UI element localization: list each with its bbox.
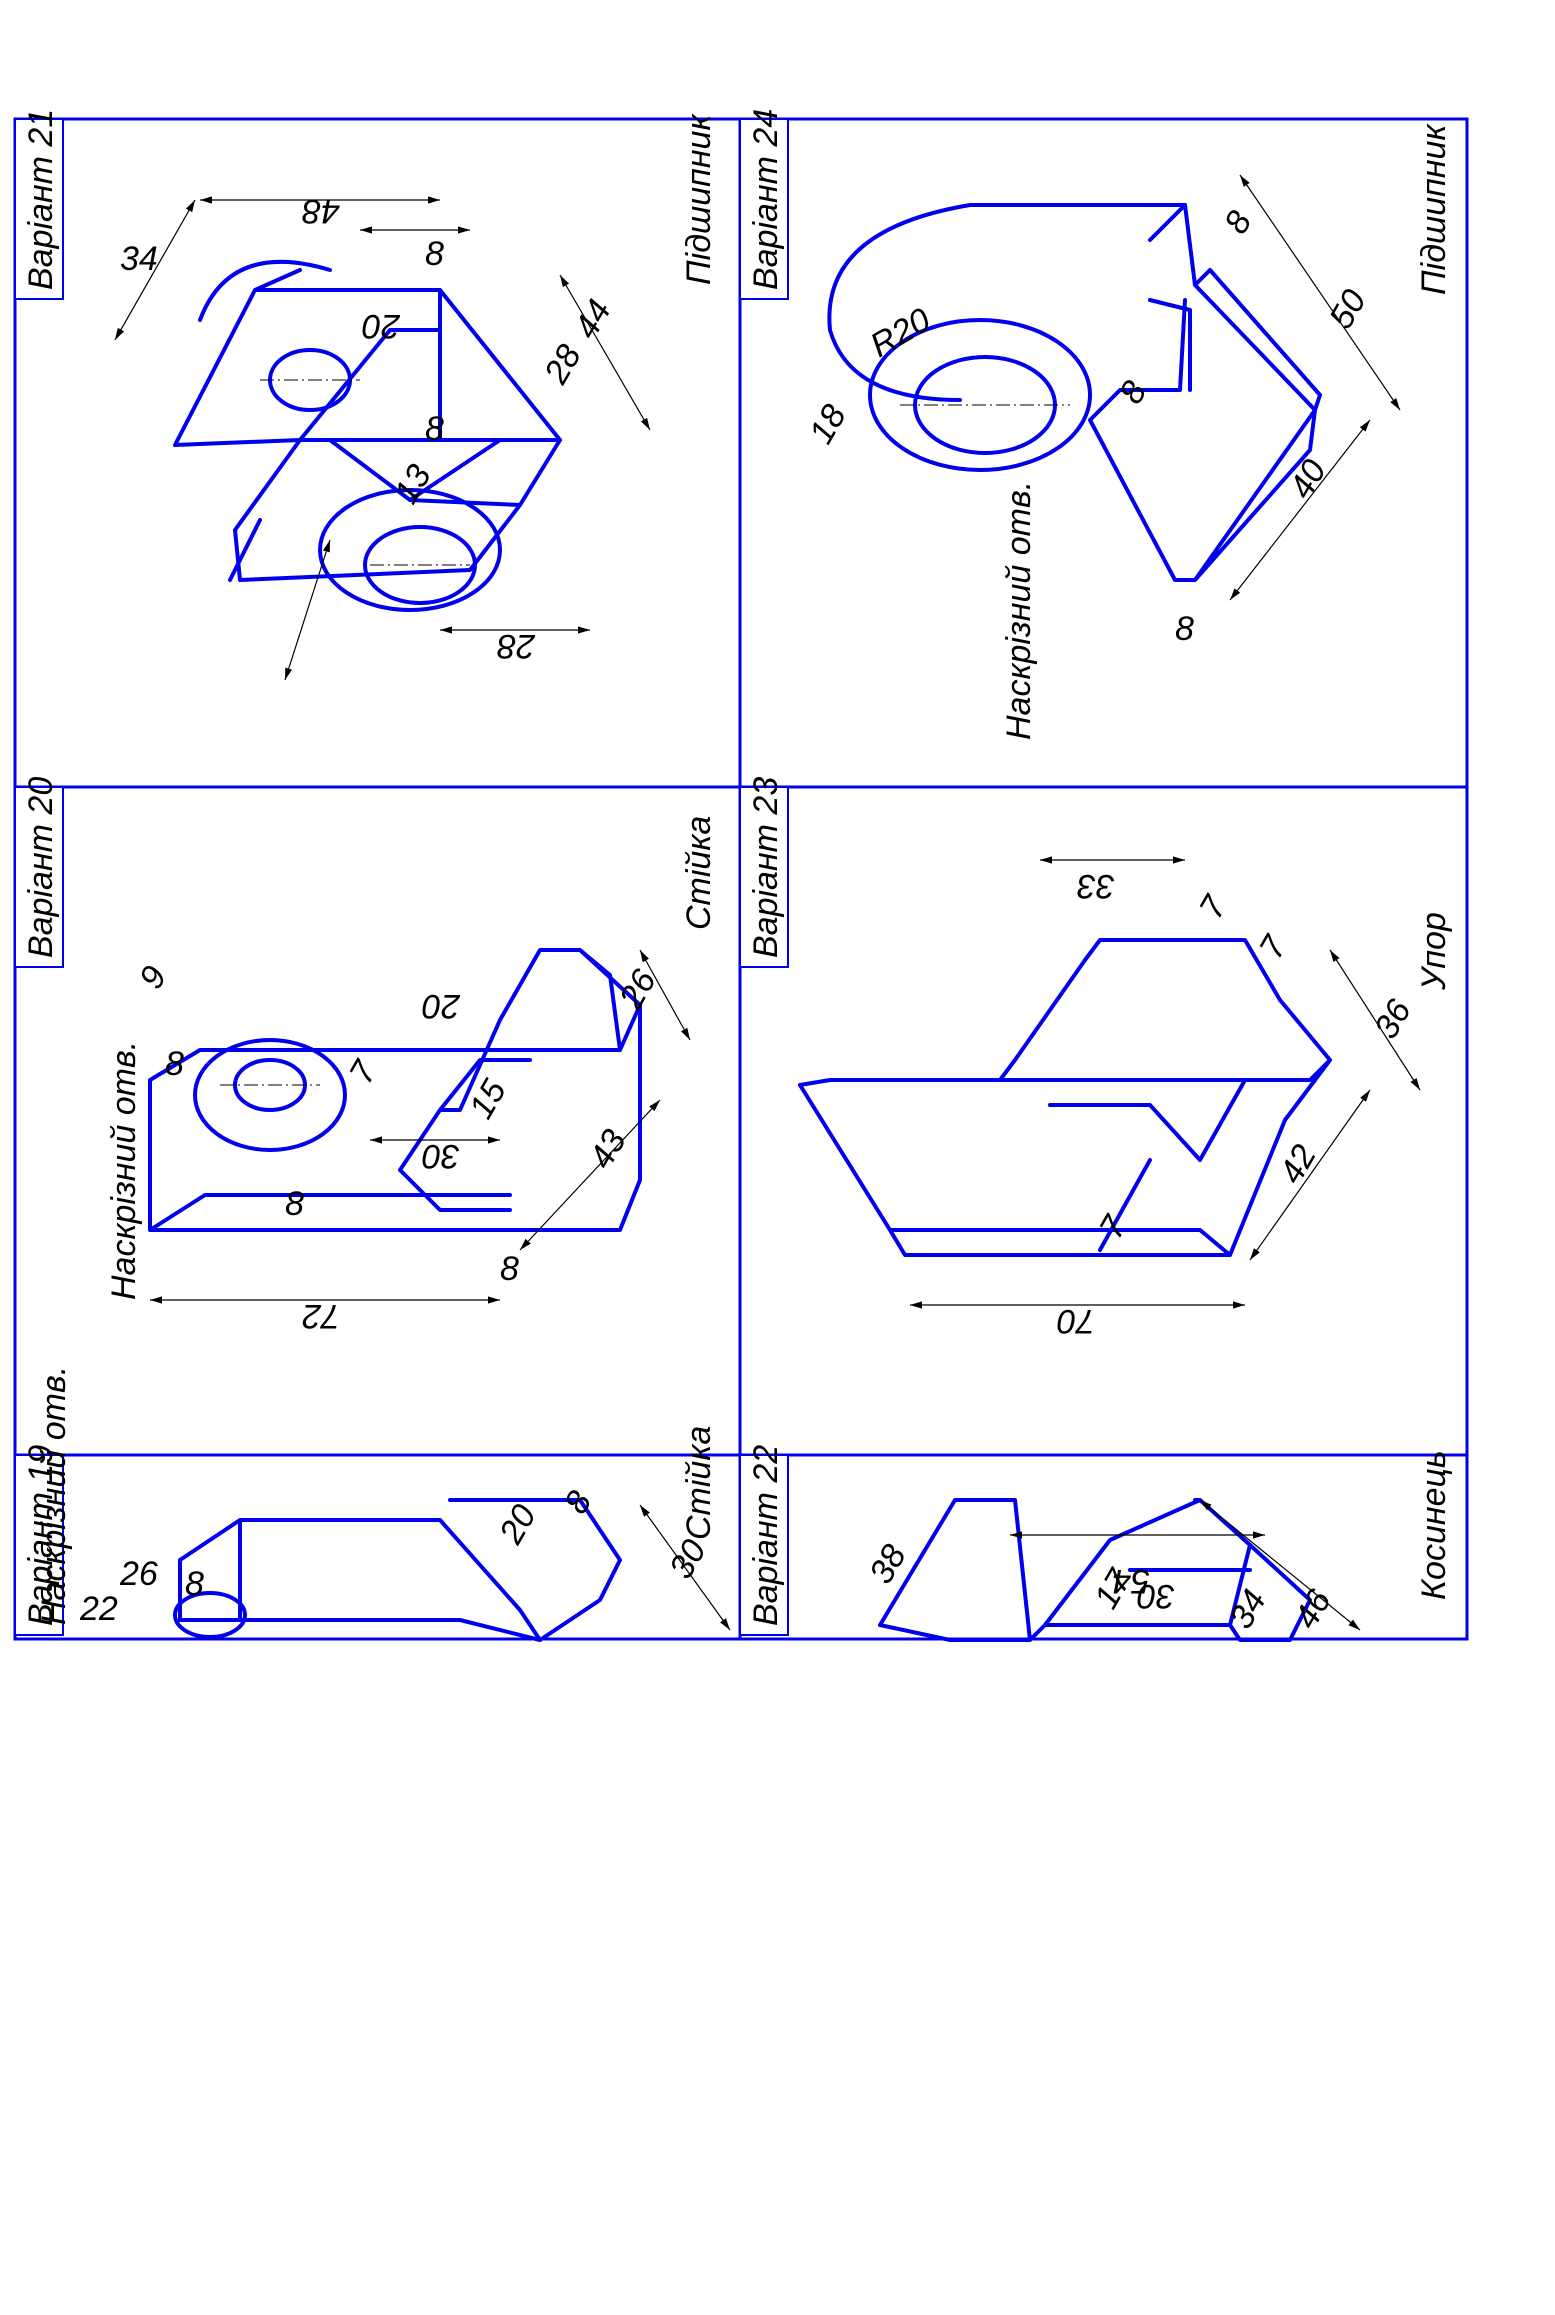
dim-value: 30 xyxy=(422,1137,460,1175)
part-name: Підшипник xyxy=(680,113,718,285)
dim-value: 33 xyxy=(1077,867,1115,905)
variant-label: Варіант 21 xyxy=(22,109,60,290)
panel-variant-19: Варіант 19 Стійка Наскрізний отв. 8 26 2… xyxy=(14,1366,731,1642)
part-name: Підшипник xyxy=(1415,123,1453,295)
variant-tag-box xyxy=(739,1454,789,1636)
variant-label: Варіант 22 xyxy=(747,1445,785,1626)
part-outline xyxy=(798,938,1332,1257)
dim-value: 8 xyxy=(500,1250,519,1288)
variant-label: Варіант 19 xyxy=(22,1445,60,1626)
dim-line xyxy=(1199,1499,1361,1631)
dim-value: 18 xyxy=(802,398,854,450)
variant-label: Варіант 20 xyxy=(22,777,60,958)
variant-tag-box xyxy=(14,786,64,968)
dim-value: 8 xyxy=(1112,375,1154,410)
dim-value: 7 xyxy=(342,1054,385,1090)
dim-value: 28 xyxy=(537,338,589,391)
part-name: Стійка xyxy=(680,816,718,930)
dim-value: 30 xyxy=(662,1533,714,1585)
dim-line xyxy=(1249,1089,1371,1261)
hole-note: Наскрізний отв. xyxy=(1000,481,1038,740)
dim-line xyxy=(559,274,651,431)
dim-value: 28 xyxy=(497,627,536,665)
dim-value: 30 xyxy=(1137,1577,1175,1615)
dim-value: 50 xyxy=(1322,283,1374,335)
panel-variant-20: Варіант 20 Стійка Наскрізний отв. 9 8 20… xyxy=(14,777,718,1335)
panel-variant-24: Варіант 24 Підшипник Наскрізний отв. 8 R… xyxy=(739,109,1453,740)
dim-line xyxy=(1239,174,1401,411)
top-boss-arc xyxy=(198,259,332,322)
panel-variant-21: Варіант 21 Підшипник 48 34 8 20 28 44 8 … xyxy=(14,109,718,681)
panel-variant-23: Варіант 23 Упор 33 7 7 36 42 7 70 xyxy=(739,777,1453,1340)
variant-label: Варіант 23 xyxy=(747,777,785,958)
variant-tag-box xyxy=(739,786,789,968)
dim-value: 15 xyxy=(462,1073,514,1125)
dim-value: 8 xyxy=(165,1045,184,1083)
dim-value: 9 xyxy=(132,960,174,995)
dim-value: 20 xyxy=(362,307,401,345)
dim-line xyxy=(114,199,196,341)
dim-value: 20 xyxy=(492,1498,544,1551)
part-outline xyxy=(148,948,642,1232)
dim-line xyxy=(1329,949,1421,1091)
dim-value: 8 xyxy=(557,1485,599,1520)
hole-note: Наскрізний отв. xyxy=(105,1041,143,1300)
dim-value: 8 xyxy=(425,410,444,448)
bearing-arc xyxy=(827,203,1187,402)
dim-value: R20 xyxy=(864,301,937,365)
dim-value: 48 xyxy=(302,192,340,230)
dim-value: 22 xyxy=(79,1590,118,1628)
variant-tag-box xyxy=(14,1454,64,1636)
dim-value: 8 xyxy=(1217,205,1259,240)
dim-value: 8 xyxy=(285,1185,304,1223)
dim-value: 26 xyxy=(612,963,664,1016)
dim-value: 8 xyxy=(1175,610,1194,648)
dim-line xyxy=(519,1099,661,1251)
part-name: Упор xyxy=(1415,912,1453,991)
part-outline xyxy=(178,1498,622,1642)
dim-value: 54 xyxy=(1112,1562,1150,1600)
boss-cylinder xyxy=(193,1038,347,1152)
dim-value: 7 xyxy=(1192,889,1235,925)
dim-value: 20 xyxy=(422,987,461,1025)
part-outline xyxy=(878,1498,1312,1642)
dim-value: 43 xyxy=(582,1123,634,1175)
panel-variant-22: Варіант 22 Косинець 54 30 38 17 34 46 xyxy=(739,1445,1453,1642)
dim-value: 72 xyxy=(302,1297,340,1335)
dim-value: 7 xyxy=(1092,1209,1135,1245)
dim-line xyxy=(639,1504,731,1631)
dim-value: 40 xyxy=(1282,453,1334,505)
bore-hole xyxy=(363,525,477,605)
part-name: Стійка xyxy=(680,1426,718,1540)
dim-line xyxy=(639,949,691,1041)
dim-value: 34 xyxy=(120,240,158,278)
dim-value: 8 xyxy=(185,1565,204,1603)
through-hole xyxy=(173,1591,247,1639)
dim-line xyxy=(1229,419,1371,601)
dim-line xyxy=(284,539,331,681)
bearing-cylinder xyxy=(868,318,1092,472)
variant-label: Варіант 24 xyxy=(747,109,785,290)
variant-tag-box xyxy=(739,118,789,300)
dim-value: 26 xyxy=(119,1555,158,1593)
part-name: Косинець xyxy=(1415,1450,1453,1600)
variant-tag-box xyxy=(14,118,64,300)
dim-value: 70 xyxy=(1057,1302,1095,1340)
dim-value: 42 xyxy=(1272,1138,1324,1190)
dim-value: 8 xyxy=(425,235,444,273)
hole-note: Наскрізний отв. xyxy=(35,1366,73,1625)
